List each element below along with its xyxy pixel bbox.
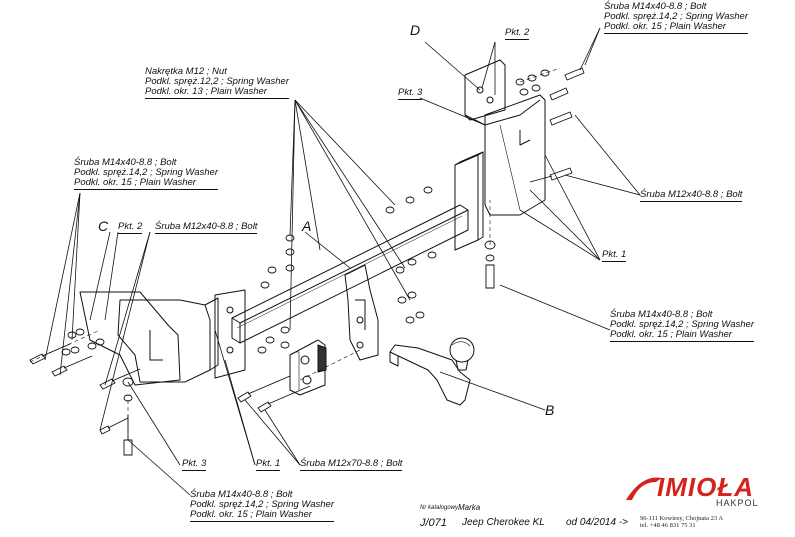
callout-line: Śruba M12x40-8.8 ; Bolt: [640, 189, 743, 202]
callout-line: Podkl. okr. 15 ; Plain Washer: [74, 178, 218, 190]
address-line: 96-111 Kowiesy, Chojnata 23 A: [640, 515, 724, 522]
logo-subtitle: HAKPOL: [716, 498, 759, 508]
callout-line: Podkl. okr. 15 ; Plain Washer: [610, 330, 754, 342]
label-c: C: [98, 218, 109, 234]
callout-line: Podkl. spręż.14,2 ; Spring Washer: [610, 319, 754, 330]
callout-bottom-bolt-m12x70: Śruba M12x70-8.8 ; Bolt: [300, 458, 403, 471]
callout-line: Podkl. spręż.14,2 ; Spring Washer: [604, 11, 748, 22]
callout-line: Podkl. spręż.12,2 ; Spring Washer: [145, 76, 289, 87]
callout-left: Śruba M14x40-8.8 ; Bolt Podkl. spręż.14,…: [74, 158, 218, 190]
catalog-number-label: Nr katalogowy: [420, 505, 459, 511]
label-a: A: [302, 218, 312, 234]
imiola-logo-swoosh: [626, 477, 662, 500]
point-label-pkt2-left: Pkt. 2: [118, 221, 143, 234]
callout-top-right: Śruba M14x40-8.8 ; Bolt Podkl. spręż.14,…: [604, 2, 748, 34]
callout-line: Śruba M14x40-8.8 ; Bolt: [604, 1, 707, 12]
point-label-pkt3-bottom: Pkt. 3: [182, 458, 207, 471]
point-label-pkt3-top: Pkt. 3: [398, 87, 423, 100]
callout-line: Podkl. spręż.14,2 ; Spring Washer: [74, 167, 218, 178]
point-label-pkt1-bottom: Pkt. 1: [256, 458, 281, 471]
callout-line: Podkl. okr. 13 ; Plain Washer: [145, 87, 289, 99]
callout-line: Śruba M14x40-8.8 ; Bolt: [74, 157, 177, 168]
point-text: Pkt. 1: [602, 249, 627, 262]
callout-line: Śruba M14x40-8.8 ; Bolt: [610, 309, 713, 320]
center-brackets: [344, 264, 379, 361]
point-text: Pkt. 3: [182, 458, 207, 471]
callout-right-lower: Śruba M14x40-8.8 ; Bolt Podkl. spręż.14,…: [610, 310, 754, 342]
left-bracket: [79, 289, 246, 386]
callout-top-center: Nakrętka M12 ; Nut Podkl. spręż.12,2 ; S…: [145, 67, 289, 99]
callout-left-bolt-m12: Śruba M12x40-8.8 ; Bolt: [155, 221, 258, 234]
company-address: 96-111 Kowiesy, Chojnata 23 A tel. +48 4…: [640, 515, 723, 529]
fasteners: [29, 67, 585, 456]
crossbar: [231, 151, 484, 344]
callout-bottom-left: Śruba M14x40-8.8 ; Bolt Podkl. spręż.14,…: [190, 490, 334, 522]
callout-line: Śruba M12x70-8.8 ; Bolt: [300, 458, 403, 471]
phone-line: tel. +48 46 831 75 31: [640, 522, 696, 529]
callout-line: Śruba M14x40-8.8 ; Bolt: [190, 489, 293, 500]
label-d: D: [410, 22, 421, 38]
brand-label: Marka: [458, 503, 481, 512]
callout-line: Podkl. okr. 15 ; Plain Washer: [604, 22, 748, 34]
point-text: Pkt. 1: [256, 458, 281, 471]
date-range: od 04/2014 ->: [566, 517, 628, 528]
tow-ball: [389, 337, 475, 406]
leader-lines: [44, 27, 641, 496]
callout-line: Nakrętka M12 ; Nut: [145, 66, 227, 77]
point-text: Pkt. 2: [505, 27, 530, 40]
callout-line: Podkl. okr. 15 ; Plain Washer: [190, 510, 334, 522]
point-label-pkt2-top: Pkt. 2: [505, 27, 530, 40]
callout-line: Śruba M12x40-8.8 ; Bolt: [155, 221, 258, 234]
callout-line: Podkl. spręż.14,2 ; Spring Washer: [190, 499, 334, 510]
logo-name: IMIOŁA: [657, 472, 754, 502]
callout-right-bolt-m12: Śruba M12x40-8.8 ; Bolt: [640, 189, 743, 202]
right-bracket: [464, 59, 546, 216]
point-text: Pkt. 3: [398, 87, 423, 100]
socket-plate: [289, 339, 327, 396]
point-text: Pkt. 2: [118, 221, 143, 234]
label-b: B: [545, 402, 555, 418]
point-label-pkt1-right: Pkt. 1: [602, 249, 627, 262]
vehicle-name: Jeep Cherokee KL: [462, 517, 545, 528]
catalog-number: J/071: [420, 517, 447, 529]
